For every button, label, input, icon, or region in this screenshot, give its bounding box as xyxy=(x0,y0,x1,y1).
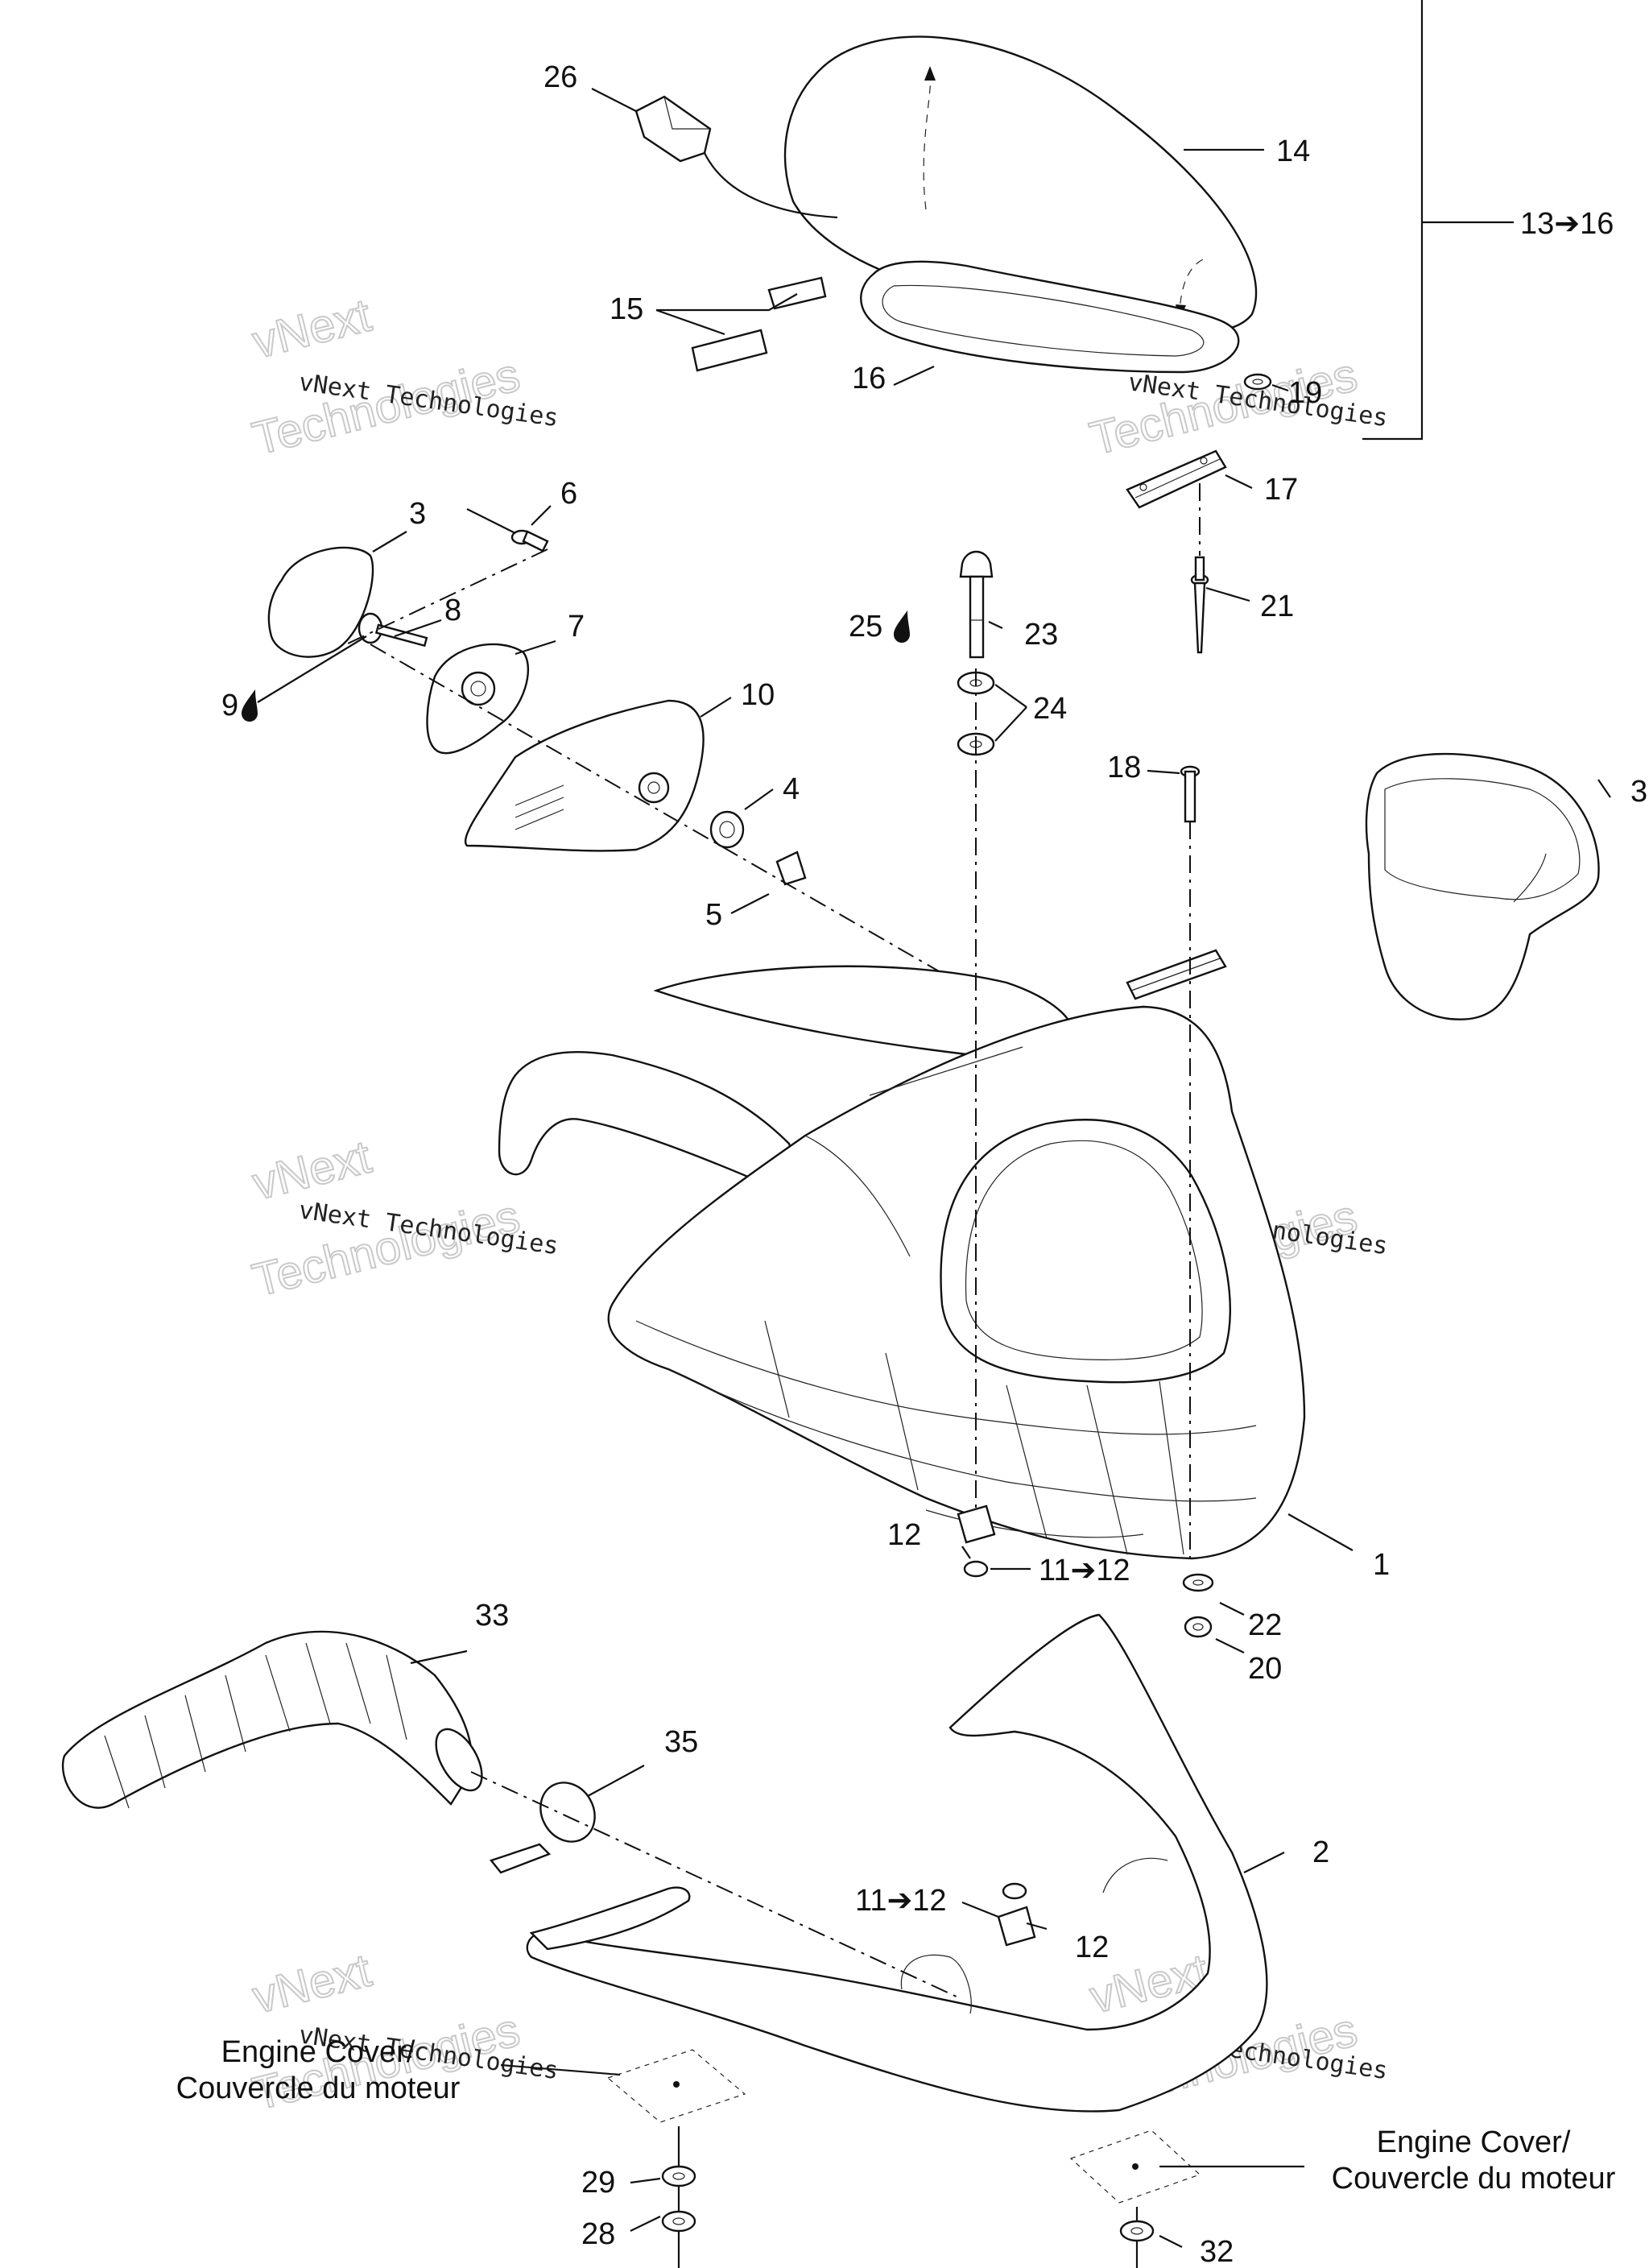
hose-part-33 xyxy=(61,1630,483,1809)
hinge-part-17 xyxy=(1126,449,1227,509)
callout-16: 16 xyxy=(852,362,886,395)
callout-19: 19 xyxy=(1288,376,1322,410)
axis-line-hose xyxy=(470,1771,959,1998)
hinge-part-lower xyxy=(1126,949,1227,1000)
washer-part-32 xyxy=(1119,2220,1155,2242)
clamp-part-35 xyxy=(489,1782,596,1874)
callout-17: 17 xyxy=(1264,473,1298,507)
callout-18: 18 xyxy=(1107,751,1141,784)
storage-bin-part xyxy=(1365,752,1600,1020)
pin-part-6 xyxy=(466,508,549,553)
fastener-part-23 xyxy=(959,550,994,659)
callout-2: 2 xyxy=(1312,1836,1329,1869)
callout-15: 15 xyxy=(610,292,643,326)
callout-24: 24 xyxy=(1033,692,1067,726)
callout-11-12-lower: 11➔12 xyxy=(855,1884,947,1918)
bracket-part-10 xyxy=(464,699,705,852)
callout-3: 3 xyxy=(409,497,426,531)
axis-line-mirror-lower xyxy=(370,644,1015,1016)
latch-part-26 xyxy=(634,95,838,219)
callout-14: 14 xyxy=(1276,135,1310,168)
lower-cover-part-2 xyxy=(526,1613,1268,2113)
plate-part-7 xyxy=(426,643,530,755)
callout-13-16: 13➔16 xyxy=(1520,207,1614,241)
engine-cover-plate-left xyxy=(606,2049,746,2123)
nut-part-20 xyxy=(1184,1616,1213,1638)
callout-33: 33 xyxy=(475,1599,509,1633)
engine-cover-caption-right-line2: Couvercle du moteur xyxy=(1332,2162,1616,2196)
callout-4: 4 xyxy=(783,772,800,806)
callout-1: 1 xyxy=(1373,1548,1390,1582)
watermark-logo-top: vNext xyxy=(247,1944,376,2024)
engine-cover-plate-right xyxy=(1069,2129,1201,2204)
callout-26: 26 xyxy=(543,60,577,94)
callout-20: 20 xyxy=(1248,1652,1282,1686)
seat-base-part xyxy=(860,260,1240,374)
washer-part-19 xyxy=(1243,373,1272,391)
axis-line-mirror-upper xyxy=(345,548,548,645)
callout-8: 8 xyxy=(444,594,461,627)
watermark-logo-top: vNext xyxy=(247,289,376,369)
callout-22: 22 xyxy=(1248,1608,1282,1642)
nut-part-11-12a xyxy=(957,1504,996,1578)
callout-10: 10 xyxy=(741,678,775,712)
callout-32: 32 xyxy=(1200,2235,1234,2268)
callout-11-12: 11➔12 xyxy=(1039,1554,1130,1587)
spring-part-4 xyxy=(709,810,745,849)
callout-35: 35 xyxy=(664,1725,698,1759)
nut-part-11-12b xyxy=(997,1882,1036,1947)
callout-12-lower: 12 xyxy=(1075,1931,1109,1964)
engine-cover-caption-left-line2: Couvercle du moteur xyxy=(176,2071,461,2105)
screw-part-18 xyxy=(1180,765,1201,823)
liquid-drop-icon xyxy=(894,610,910,643)
callout-9: 9 xyxy=(221,689,238,722)
leader-lines xyxy=(257,88,1611,2248)
callout-6: 6 xyxy=(560,477,577,511)
watermark-top-left: vNext Technologies vNext Technologies xyxy=(246,288,560,466)
engine-cover-caption-left-line1: Engine Cover/ xyxy=(221,2035,415,2069)
liquid-drop-icon xyxy=(242,689,258,722)
callout-3-bin: 3 xyxy=(1630,775,1647,809)
group-bracket-13-16 xyxy=(1362,0,1514,441)
callout-21: 21 xyxy=(1260,590,1294,623)
callout-7: 7 xyxy=(568,610,585,644)
washer-part-22 xyxy=(1182,1573,1214,1592)
callout-28: 28 xyxy=(581,2217,615,2251)
callout-29: 29 xyxy=(581,2166,615,2200)
washer-part-29 xyxy=(661,2165,696,2187)
washer-part-28 xyxy=(661,2210,696,2233)
callout-25: 25 xyxy=(849,610,882,644)
wing-nut-part-5 xyxy=(775,850,807,886)
engine-cover-caption-right-line1: Engine Cover/ xyxy=(1377,2125,1571,2159)
callout-23: 23 xyxy=(1024,618,1058,652)
hood-body-part-1 xyxy=(498,965,1306,1560)
callout-12: 12 xyxy=(887,1518,921,1552)
seat-strip-part-15b xyxy=(691,329,768,372)
rivet-part-21 xyxy=(1190,556,1209,654)
bolt-part-8 xyxy=(357,612,428,648)
mirror-part-3 xyxy=(267,546,374,658)
seat-strip-part-15a xyxy=(767,276,827,310)
callout-5: 5 xyxy=(705,898,722,932)
